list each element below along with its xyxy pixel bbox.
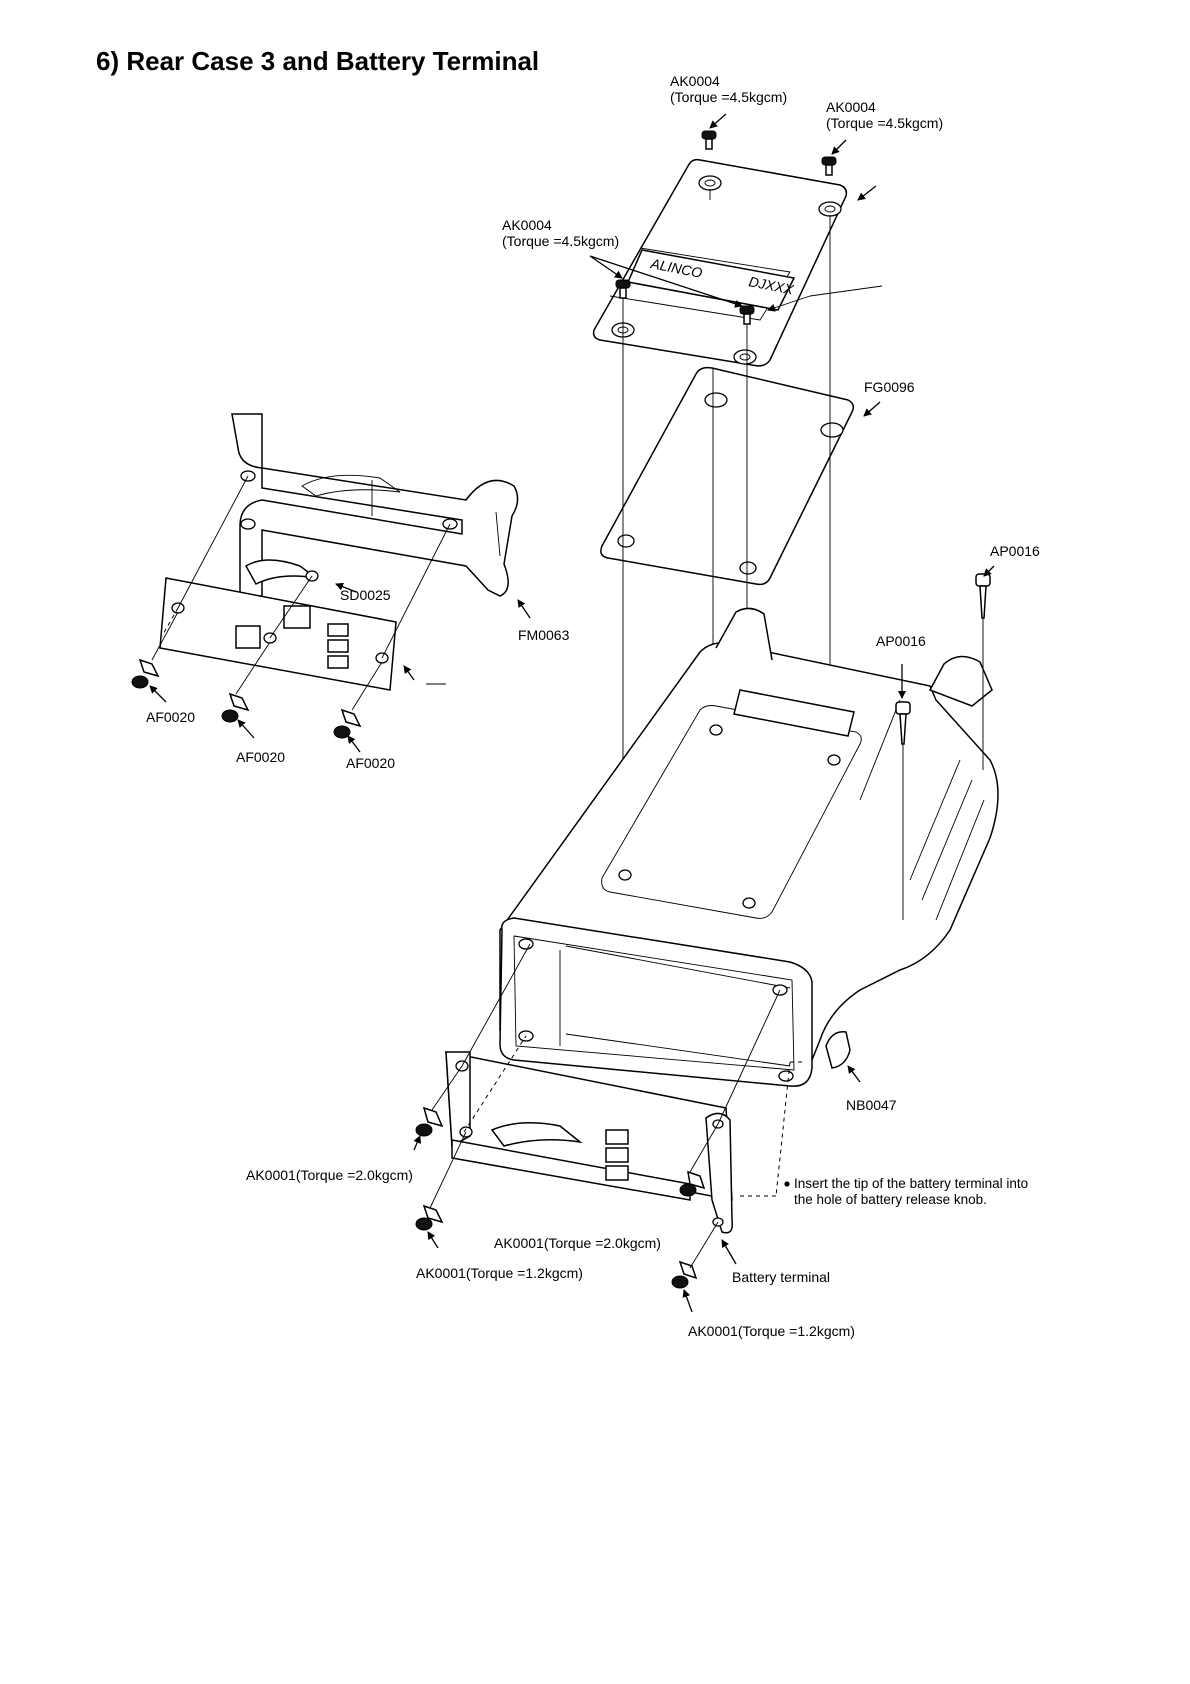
- assembly-lines-left: [151, 475, 451, 711]
- label-sd0025: SD0025: [340, 587, 391, 603]
- label-ak0001-left: AK0001(Torque =2.0kgcm): [246, 1167, 413, 1183]
- screw-ak0004-top-left: [701, 130, 717, 150]
- leader-arrows: [149, 113, 995, 1313]
- screw-ak0001-bottom-left: [415, 1204, 444, 1231]
- screw-ak0001-center: [679, 1170, 706, 1197]
- screw-ak0004-mid-left: [615, 279, 631, 299]
- battery-terminal-sd0025: [244, 559, 319, 585]
- label-fg0096: FG0096: [864, 379, 915, 395]
- label-ak0004-top-right: AK0004: [826, 99, 876, 115]
- nameplate-panel: ALINCO DJXXX: [592, 158, 848, 367]
- label-ak0004-top-right-torque: (Torque =4.5kgcm): [826, 115, 943, 131]
- label-ak0001-center: AK0001(Torque =2.0kgcm): [494, 1235, 661, 1251]
- screw-af0020-right: [333, 708, 362, 739]
- label-battery-terminal: Battery terminal: [732, 1269, 830, 1285]
- assembly-lines-bottom: [429, 943, 804, 1209]
- nameplate-label: ALINCO DJXXX: [626, 249, 795, 311]
- page-title: 6) Rear Case 3 and Battery Terminal: [96, 46, 540, 76]
- label-ak0004-mid: AK0004: [502, 217, 552, 233]
- part-labels: AK0004 (Torque =4.5kgcm) AK0004 (Torque …: [146, 73, 1040, 1339]
- label-ap0016-right: AP0016: [990, 543, 1040, 559]
- screw-ak0001-bottom-right: [671, 1260, 698, 1289]
- frame-fm0063: [231, 413, 519, 597]
- screw-ap0016-right: [975, 573, 991, 770]
- label-ap0016-mid: AP0016: [876, 633, 926, 649]
- screw-af0020-mid: [221, 692, 250, 723]
- label-af0020-mid: AF0020: [236, 749, 285, 765]
- label-nb0047: NB0047: [846, 1097, 897, 1113]
- screw-af0020-left: [131, 658, 160, 689]
- label-af0020-right: AF0020: [346, 755, 395, 771]
- radio-body: [499, 607, 999, 1087]
- label-ak0004-mid-torque: (Torque =4.5kgcm): [502, 233, 619, 249]
- screw-ap0016-mid: [895, 701, 911, 920]
- label-ak0001-bottom-left: AK0001(Torque =1.2kgcm): [416, 1265, 583, 1281]
- battery-terminal-assembly: [445, 1051, 734, 1234]
- label-ak0001-bottom-right: AK0001(Torque =1.2kgcm): [688, 1323, 855, 1339]
- label-af0020-left: AF0020: [146, 709, 195, 725]
- terminal-board: [159, 577, 397, 691]
- label-ak0004-top-left-torque: (Torque =4.5kgcm): [670, 89, 787, 105]
- screw-ak0004-top-right: [821, 156, 837, 176]
- label-ak0004-top-left: AK0004: [670, 73, 720, 89]
- label-fm0063: FM0063: [518, 627, 570, 643]
- note-line-1: Insert the tip of the battery terminal i…: [794, 1176, 1028, 1191]
- screw-ak0001-left: [415, 1106, 444, 1137]
- gasket-fg0096: [600, 366, 855, 586]
- note-bullet: [784, 1181, 790, 1187]
- note-line-2: the hole of battery release knob.: [794, 1192, 987, 1207]
- screw-ak0004-mid-right: [739, 305, 755, 325]
